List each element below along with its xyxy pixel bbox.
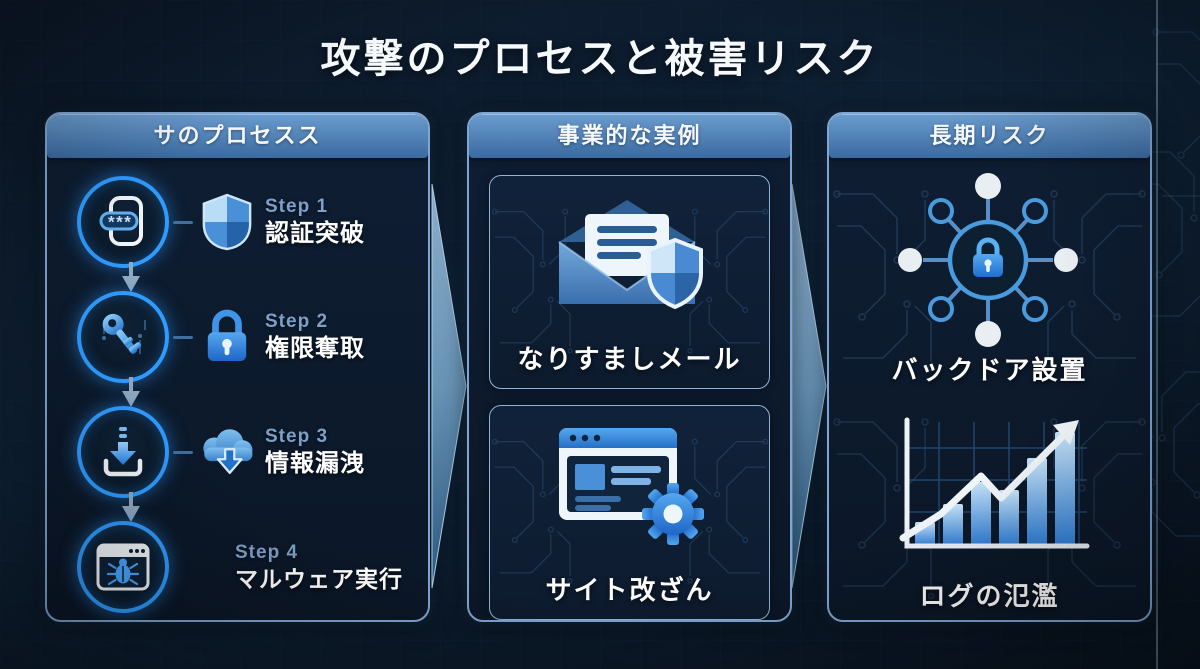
padlock-icon <box>197 309 257 365</box>
step-number: Step 1 <box>265 196 329 218</box>
connector-line <box>173 220 193 224</box>
arrow-down-icon <box>122 262 140 292</box>
connector-line <box>173 335 193 339</box>
password-login-icon: *** <box>77 176 169 268</box>
card-label: なりすましメール <box>517 344 742 374</box>
arrow-down-icon <box>122 492 140 522</box>
step-number: Step 2 <box>265 311 329 333</box>
step-row-2: Step 2 権限奪取 <box>47 289 428 385</box>
step-title: マルウェア実行 <box>235 565 403 592</box>
step-title: 認証突破 <box>265 219 365 247</box>
connector-line <box>173 450 193 454</box>
step-number: Step 3 <box>265 426 329 448</box>
panel-header-examples: 事業的な実例 <box>469 114 790 158</box>
panel-examples: 事業的な実例 <box>467 112 792 622</box>
download-tray-icon <box>77 406 169 498</box>
card-phishing-mail: なりすましメール <box>489 175 770 389</box>
phishing-mail-shield-icon <box>557 200 703 310</box>
right-edge-accent-line <box>1156 0 1158 669</box>
arrow-down-icon <box>122 377 140 407</box>
browser-bug-icon <box>77 521 169 613</box>
step-number: Step 4 <box>235 541 299 563</box>
panel-attack-process: サのプロセスス *** <box>45 112 430 622</box>
step-title: 情報漏洩 <box>265 449 365 477</box>
panel-body-process: *** <box>47 158 428 620</box>
chevron-right-icon <box>791 183 827 589</box>
website-gear-icon <box>558 428 704 545</box>
rising-bar-chart-icon <box>899 417 1090 549</box>
panel-header-risks: 長期リスク <box>829 114 1150 158</box>
connector-line <box>173 566 193 569</box>
shield-icon <box>197 193 257 251</box>
chevron-right-icon <box>431 183 467 589</box>
step-row-1: *** <box>47 174 428 270</box>
cloud-download-icon <box>197 424 257 480</box>
step-row-4: Step 4 マルウェア実行 <box>47 519 428 615</box>
step-title: 権限奪取 <box>265 334 365 362</box>
panel-body-risks: バックドア設置 <box>829 158 1150 620</box>
page-title: 攻撃のプロセスと被害リスク <box>320 37 880 81</box>
panel-header-process: サのプロセスス <box>47 114 428 158</box>
panel-long-term-risks: 長期リスク <box>827 112 1152 622</box>
card-site-tampering: サイト改ざん <box>489 405 770 620</box>
risk-label: バックドア設置 <box>891 355 1088 385</box>
svg-text:***: *** <box>108 213 132 232</box>
key-icon <box>77 291 169 383</box>
card-label: サイト改ざん <box>545 575 714 605</box>
step-row-3: Step 3 情報漏洩 <box>47 404 428 500</box>
risk-label: ログの氾濫 <box>919 581 1060 611</box>
lock-network-icon <box>898 173 1078 347</box>
panel-body-examples: なりすましメール <box>469 158 790 620</box>
